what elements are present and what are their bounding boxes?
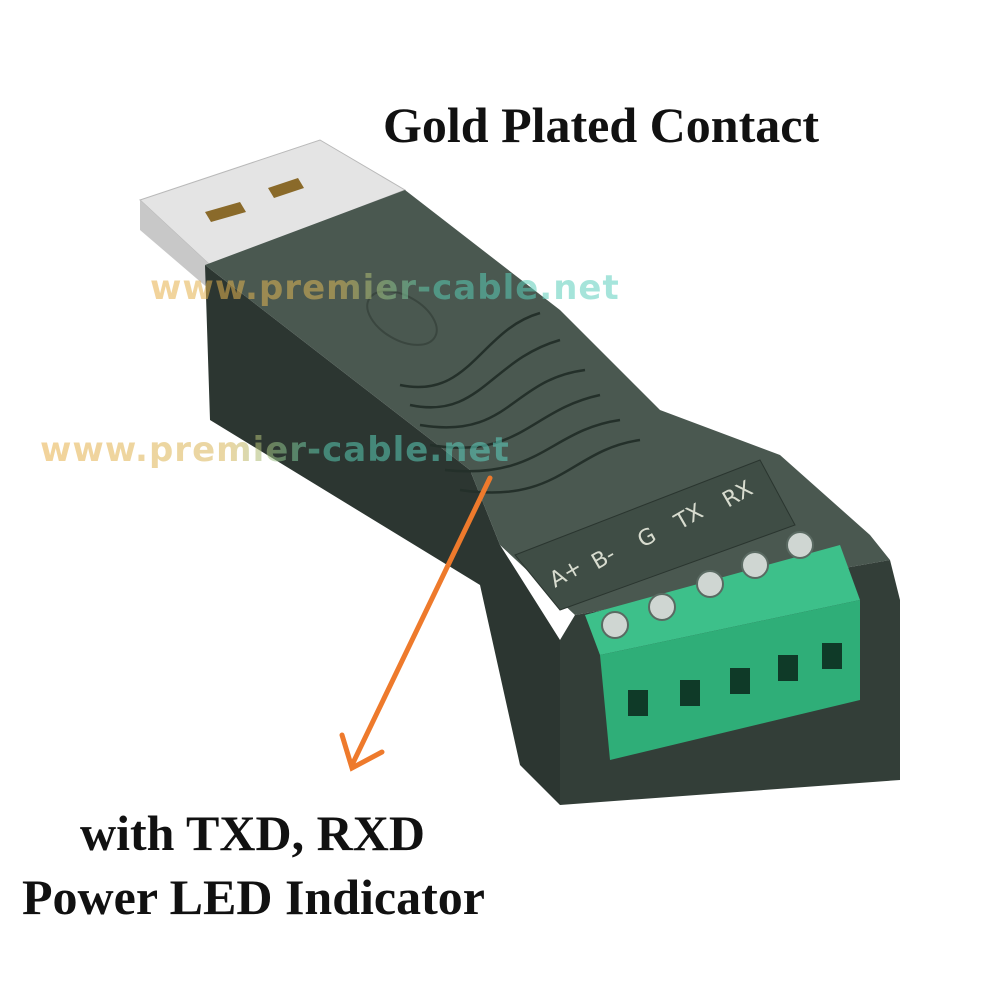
usb-logo-icon bbox=[366, 290, 438, 346]
caption-power-led: Power LED Indicator bbox=[22, 869, 485, 925]
gold-contact bbox=[205, 202, 246, 222]
caption-gold-contact: Gold Plated Contact bbox=[383, 97, 820, 153]
housing-side bbox=[205, 265, 560, 805]
pointer-arrow bbox=[339, 475, 493, 772]
label-plate bbox=[514, 459, 796, 611]
terminal-block bbox=[585, 531, 860, 760]
usb-plug bbox=[139, 139, 407, 290]
wave-grooves bbox=[399, 311, 641, 494]
watermark: www.premier-cable.net bbox=[40, 430, 510, 470]
screw-icons bbox=[601, 531, 814, 639]
caption-txd-rxd: with TXD, RXD bbox=[80, 805, 425, 861]
wire-holes bbox=[628, 643, 842, 716]
gold-contact bbox=[268, 178, 304, 198]
watermark: www.premier-cable.net bbox=[150, 268, 620, 308]
